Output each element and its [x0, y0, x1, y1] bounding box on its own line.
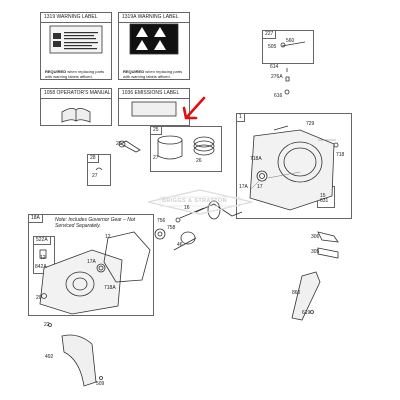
part-label: 758	[167, 225, 176, 231]
part-label: 614	[270, 64, 279, 70]
part-label: 46	[177, 242, 183, 248]
part-label: 509	[96, 381, 105, 387]
part-label: 616	[274, 93, 283, 99]
part-label: 17	[257, 184, 263, 190]
box-25-piston: 25	[150, 126, 222, 172]
warning-banner: WARNING	[53, 26, 101, 33]
part-label: 718A	[104, 285, 116, 291]
part-label: 305	[311, 249, 320, 255]
warning-label-1319-title: 1319 WARNING LABEL	[41, 13, 111, 23]
warning-label-1319a-box: 1319A WARNING LABEL REQUIRED when replac…	[118, 12, 190, 80]
emissions-label-box: 1036 EMISSIONS LABEL	[118, 88, 190, 126]
part-label: 718	[336, 152, 345, 158]
part-label: 718A	[250, 156, 262, 162]
part-label: 860	[292, 290, 301, 296]
operators-manual-title: 1058 OPERATOR'S MANUAL	[41, 89, 111, 99]
part-label: 560	[286, 38, 295, 44]
part-label: 17A	[87, 259, 96, 265]
part-label: 15	[320, 193, 326, 199]
warning-label-1319-required: REQUIRED when replacing parts with warni…	[45, 69, 105, 79]
part-label: 756	[157, 218, 166, 224]
box-28-tag: 28	[88, 155, 99, 163]
part-label: 12	[40, 255, 46, 261]
part-label: 631	[320, 198, 329, 204]
box-28: 28	[87, 154, 111, 186]
warning-label-1319-box: 1319 WARNING LABEL WARNING REQUIRED when…	[40, 12, 112, 80]
governor-gear-note: Note: Includes Governor Gear – Not Servi…	[55, 217, 136, 229]
box-25-tag: 25	[151, 127, 162, 135]
part-label: 29	[116, 141, 122, 147]
part-label: 842A	[35, 264, 47, 270]
part-label: 276A	[271, 74, 283, 80]
box-1-tag: 1	[237, 114, 245, 122]
box-522a-tag: 522A	[34, 237, 51, 245]
part-label: 505	[268, 44, 277, 50]
part-label: 492	[45, 354, 54, 360]
warning-label-1319a-required: REQUIRED when replacing parts with warni…	[123, 69, 183, 79]
part-label: 619	[302, 310, 311, 316]
operators-manual-box: 1058 OPERATOR'S MANUAL	[40, 88, 112, 126]
box-227-tag: 227	[263, 31, 277, 39]
part-label: 27	[153, 155, 159, 161]
box-227: 227	[262, 30, 314, 64]
part-label: 26	[196, 158, 202, 164]
part-label: 22	[44, 322, 50, 328]
part-label: 12	[105, 234, 111, 240]
part-label: 306	[311, 234, 320, 240]
warning-label-1319a-title: 1319A WARNING LABEL	[119, 13, 189, 23]
watermark-text: BRIGGS & STRATTON	[162, 198, 227, 204]
emissions-label-title: 1036 EMISSIONS LABEL	[119, 89, 189, 99]
part-label: 729	[306, 121, 315, 127]
part-label: 20	[36, 295, 42, 301]
box-18a-tag: 18A	[29, 215, 43, 223]
part-label: 17A	[239, 184, 248, 190]
part-label: 27	[92, 173, 98, 179]
part-label: 16	[184, 205, 190, 211]
